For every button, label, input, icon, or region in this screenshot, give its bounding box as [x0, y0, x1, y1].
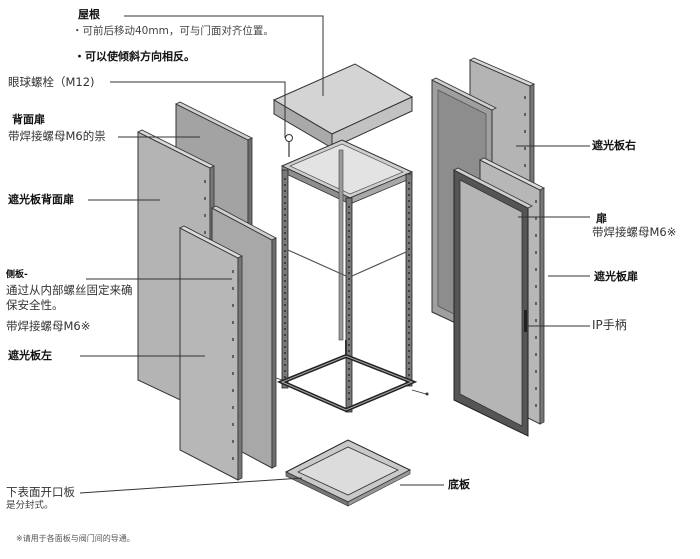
- roof-note-2: ・可以使倾斜方向相反。: [74, 50, 195, 63]
- front-door-panel: [453, 167, 533, 437]
- bottom-opening-note: 是分封式。: [6, 500, 54, 511]
- side-panel-label: 侧板-: [6, 270, 28, 280]
- shade-right-label: 遮光板右: [592, 139, 636, 152]
- shade-back-door-label: 遮光板背面扉: [8, 193, 74, 206]
- roof-panel: [272, 63, 414, 149]
- bottom-opening-label: 下表面开口板: [6, 485, 75, 499]
- ip-handle-label: IP手柄: [592, 318, 627, 332]
- base-plate-label: 底板: [448, 478, 470, 491]
- roof-note-1: ・可前后移动40mm，可与门面对齐位置。: [72, 25, 274, 37]
- back-door-label: 背面扉: [12, 113, 45, 126]
- side-panel-note-2: 保安全性。: [6, 298, 64, 312]
- side-weld-nut-label: 带焊接螺母M6※: [6, 319, 91, 333]
- back-door-note: 带焊接螺母M6的祟: [8, 129, 106, 143]
- door-weld-nut-label: 带焊接螺母M6※: [592, 225, 677, 239]
- shade-door-label: 遮光板扉: [594, 270, 638, 283]
- side-panel-note-1: 通过从内部螺丝固定来确: [6, 283, 133, 297]
- cabinet-frame: [269, 139, 429, 413]
- eyebolt: [285, 134, 293, 157]
- door-label: 扉: [596, 212, 607, 225]
- shade-left-label: 遮光板左: [8, 349, 52, 362]
- bottom-opening-plate: [284, 439, 412, 507]
- footnote: ※请用于各面板与阀门间的导通。: [16, 534, 135, 543]
- roof-label: 屋根: [78, 8, 100, 21]
- eyebolt-label: 眼球螺栓（M12): [8, 75, 95, 89]
- shade-left-panel: [179, 225, 243, 481]
